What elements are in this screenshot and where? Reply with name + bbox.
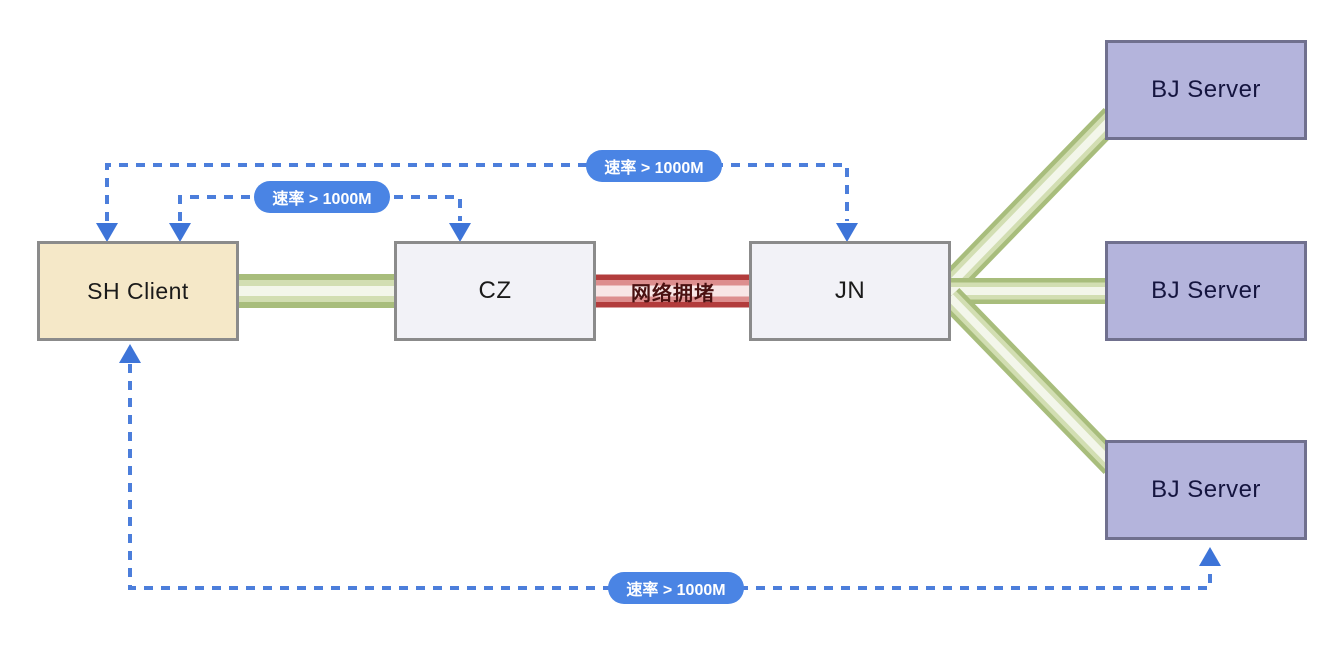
node-label: JN [834, 277, 866, 304]
node-label: BJ Server [1151, 476, 1261, 503]
arrow-up-icon [119, 344, 141, 363]
arrow-down-icon [96, 223, 118, 242]
dashed-flow-cz-to-shclient [169, 195, 471, 242]
link-jn-bjserver1 [940, 107, 1123, 295]
node-bj-server-3: BJ Server [1105, 440, 1307, 540]
node-jn: JN [749, 241, 951, 341]
rate-badge-top: 速率 > 1000M [586, 150, 722, 182]
rate-badge-mid: 速率 > 1000M [254, 181, 390, 213]
node-bj-server-1: BJ Server [1105, 40, 1307, 140]
arrow-up-icon [1199, 547, 1221, 566]
node-label: CZ [478, 277, 512, 304]
arrow-down-icon [836, 223, 858, 242]
arrow-down-icon [169, 223, 191, 242]
arrow-down-icon [449, 223, 471, 242]
node-cz: CZ [394, 241, 596, 341]
link-jn-bjserver3 [940, 287, 1123, 475]
node-label: BJ Server [1151, 277, 1261, 304]
dashed-flow-jn-to-shclient [96, 163, 858, 242]
node-bj-server-2: BJ Server [1105, 241, 1307, 341]
congestion-label: 网络拥堵 [631, 283, 715, 305]
node-label: SH Client [87, 277, 189, 304]
rate-badge-bottom: 速率 > 1000M [608, 572, 744, 604]
node-sh-client: SH Client [37, 241, 239, 341]
node-label: BJ Server [1151, 76, 1261, 103]
dashed-flow-shclient-to-bjserver3 [119, 344, 1221, 590]
